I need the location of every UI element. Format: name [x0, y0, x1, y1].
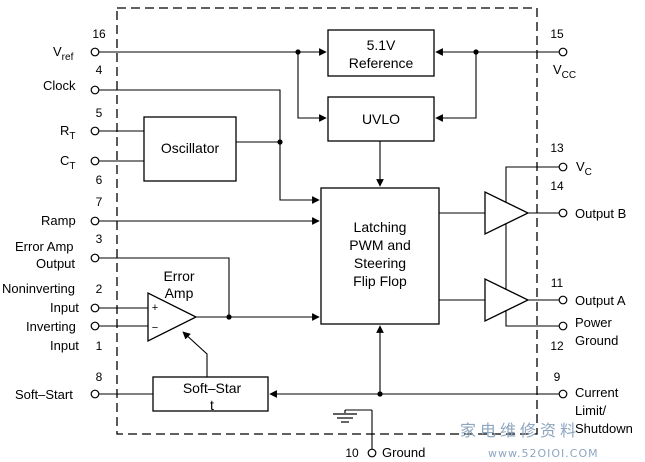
- reference-line1: 5.1V: [367, 37, 396, 53]
- watermark-url: www.52OIOI.COM: [488, 447, 599, 460]
- ct-label: CT: [60, 153, 76, 172]
- vc-label: VC: [576, 159, 592, 178]
- error-amp-output-line2: Output: [36, 256, 75, 271]
- latch-line2: PWM and: [349, 237, 410, 253]
- current-limit-line3: Shutdown: [575, 421, 633, 436]
- error-amp-line1: Error: [163, 268, 194, 284]
- oscillator-block: Oscillator: [143, 116, 237, 182]
- inverting-line1: Inverting: [26, 319, 76, 334]
- ground-symbol: [333, 410, 357, 423]
- pin-7-number: 7: [96, 195, 103, 209]
- oscillator-label: Oscillator: [161, 140, 220, 156]
- pin-12-number: 12: [550, 339, 564, 353]
- uvlo-label: UVLO: [362, 111, 400, 127]
- pin-10-number: 10: [345, 446, 359, 460]
- rt-label: RT: [60, 123, 76, 142]
- soft-start-line1: Soft–Star: [183, 380, 242, 396]
- ramp-label: Ramp: [41, 213, 76, 228]
- pin-4-number: 4: [96, 63, 103, 77]
- clock-label: Clock: [43, 78, 76, 93]
- minus-sign: −: [152, 322, 158, 334]
- ground-label: Ground: [382, 445, 425, 460]
- latch-pwm-block: Latching PWM and Steering Flip Flop: [320, 187, 440, 325]
- latch-line4: Flip Flop: [353, 273, 407, 289]
- pin-3-number: 3: [96, 232, 103, 246]
- watermark-text: 家电维修资料: [460, 421, 580, 440]
- power-ground-line2: Ground: [575, 333, 618, 348]
- pin-1-number: 1: [96, 339, 103, 353]
- latch-line1: Latching: [354, 219, 407, 235]
- pin-16-number: 16: [92, 27, 106, 41]
- current-limit-line1: Current: [575, 385, 619, 400]
- pin-2-number: 2: [96, 282, 103, 296]
- soft-start-label: Soft–Start: [15, 387, 73, 402]
- power-ground-line1: Power: [575, 315, 613, 330]
- pin-14-number: 14: [550, 179, 564, 193]
- wires: [98, 48, 560, 451]
- pin-9-number: 9: [554, 370, 561, 384]
- noninverting-line2: Input: [50, 300, 79, 315]
- pin-terminals: [90, 47, 568, 458]
- uvlo-block: UVLO: [327, 96, 435, 142]
- plus-sign: +: [152, 302, 158, 314]
- pin-6-number: 6: [96, 173, 103, 187]
- error-amp-output-line1: Error Amp: [15, 239, 74, 254]
- inverting-line2: Input: [50, 338, 79, 353]
- latch-line3: Steering: [354, 255, 406, 271]
- noninverting-line1: Noninverting: [2, 281, 75, 296]
- vcc-label: VCC: [553, 62, 576, 81]
- soft-start-block: Soft–Star t: [152, 376, 269, 413]
- pin-11-number: 11: [551, 276, 564, 290]
- reference-line2: Reference: [349, 55, 414, 71]
- output-b-label: Output B: [575, 206, 626, 221]
- pin-15-number: 15: [550, 27, 564, 41]
- vref-label: Vref: [53, 44, 74, 63]
- current-limit-line2: Limit/: [575, 403, 606, 418]
- error-amp-line2: Amp: [165, 285, 194, 301]
- soft-start-line2: t: [210, 397, 214, 413]
- junction-dots: [226, 49, 479, 397]
- pin-13-number: 13: [550, 141, 564, 155]
- reference-block: 5.1V Reference: [327, 29, 435, 77]
- output-a-label: Output A: [575, 293, 626, 308]
- pin-8-number: 8: [96, 370, 103, 384]
- pin-5-number: 5: [96, 106, 103, 120]
- error-amp: Error Amp + −: [147, 268, 198, 343]
